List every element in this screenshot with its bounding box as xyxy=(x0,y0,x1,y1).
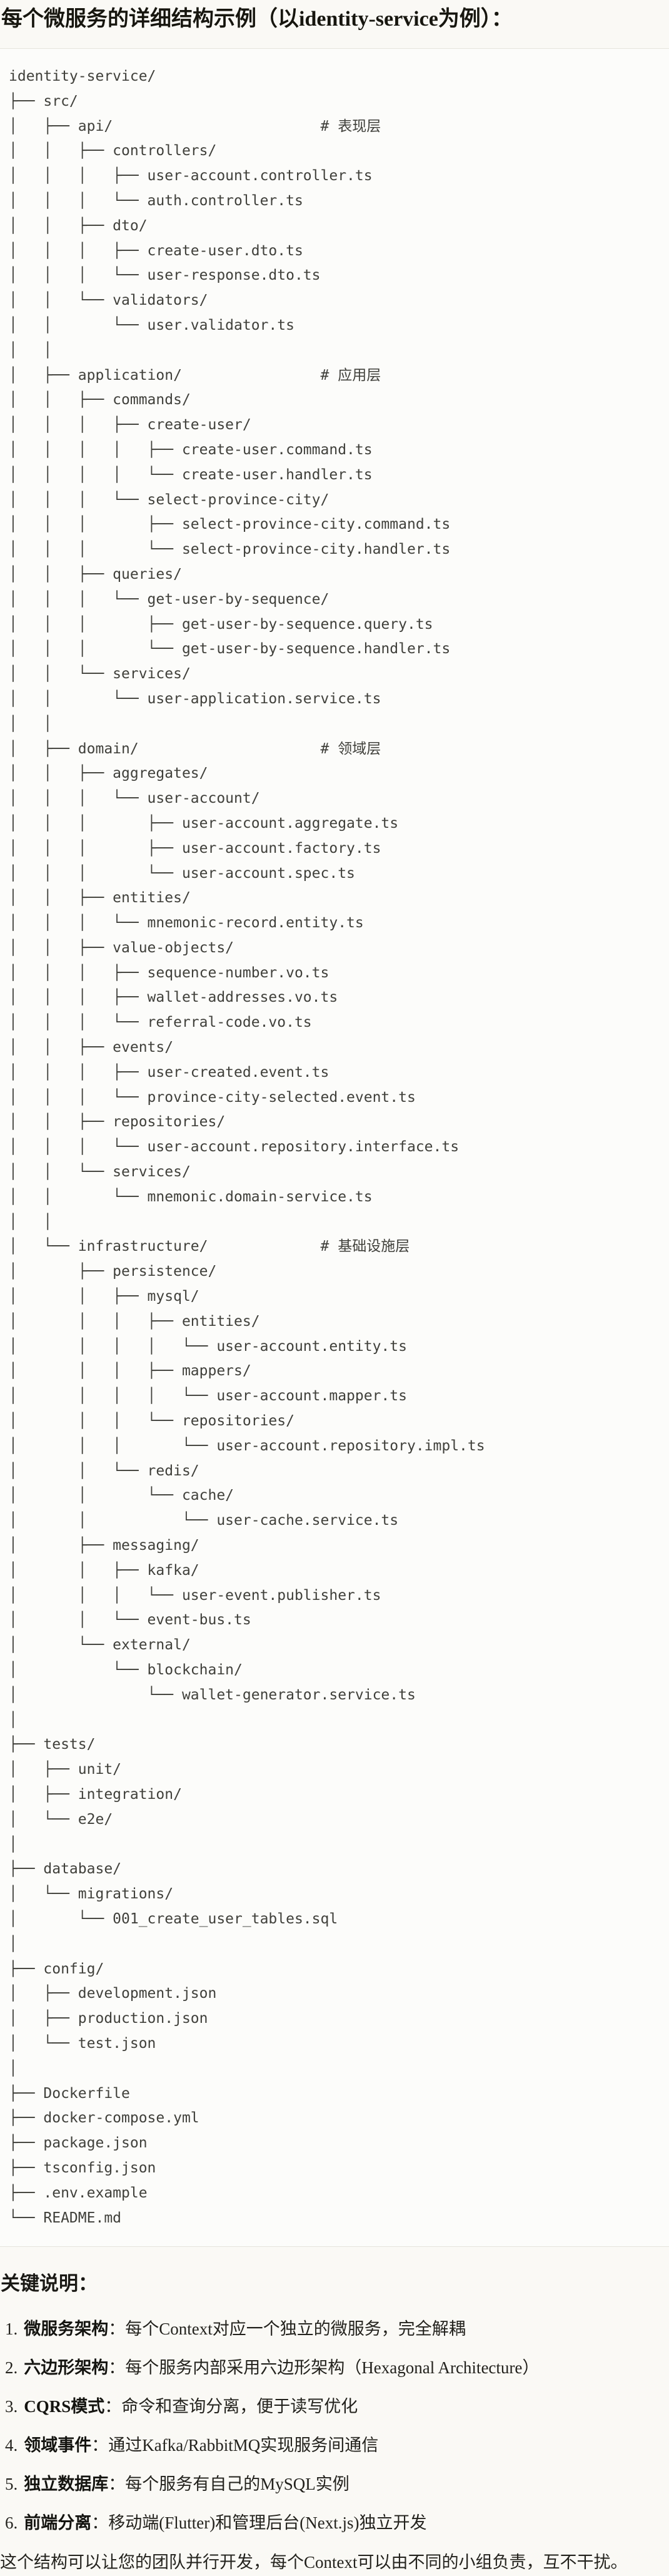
list-item-term: 领域事件 xyxy=(24,2436,92,2455)
list-item-separator: ： xyxy=(91,2513,109,2533)
list-item-text: 每个服务内部采用六边形架构（Hexagonal Architecture） xyxy=(125,2358,540,2378)
list-item-text: 每个服务有自己的MySQL实例 xyxy=(125,2475,350,2494)
list-item: 4. 领域事件：通过Kafka/RabbitMQ实现服务间通信 xyxy=(5,2435,669,2456)
list-item-term: 独立数据库 xyxy=(24,2475,109,2494)
list-item-number: 2. xyxy=(5,2358,18,2378)
list-item-text: 命令和查询分离，便于读写优化 xyxy=(121,2397,358,2416)
list-item: 6. 前端分离：移动端(Flutter)和管理后台(Next.js)独立开发 xyxy=(5,2512,669,2533)
list-item-term: 微服务架构 xyxy=(24,2319,109,2339)
notes-section: 关键说明： 1.微服务架构：每个Context对应一个独立的微服务，完全解耦 2… xyxy=(0,2270,669,2573)
list-item: 2. 六边形架构：每个服务内部采用六边形架构（Hexagonal Architec… xyxy=(5,2357,669,2378)
list-item-number: 5. xyxy=(5,2475,18,2494)
list-item-text: 通过Kafka/RabbitMQ实现服务间通信 xyxy=(108,2436,379,2455)
list-item-number: 1. xyxy=(5,2319,18,2339)
notes-heading: 关键说明： xyxy=(1,2273,98,2295)
list-item-separator: ： xyxy=(104,2397,122,2416)
list-item-number: 6. xyxy=(5,2513,18,2533)
list-item-term: 六边形架构 xyxy=(24,2358,109,2378)
list-item: 1. 微服务架构：每个Context对应一个独立的微服务，完全解耦 xyxy=(5,2318,669,2339)
list-item-term: 前端分离 xyxy=(24,2513,92,2533)
list-item: 3. CQRS模式：命令和查询分离，便于读写优化 xyxy=(5,2396,669,2417)
list-item-term: CQRS模式 xyxy=(24,2397,105,2416)
page-title: 每个微服务的详细结构示例（以identity-service为例）： xyxy=(1,8,513,31)
list-item: 5. 独立数据库：每个服务有自己的MySQL实例 xyxy=(5,2473,669,2495)
list-item-number: 4. xyxy=(5,2436,18,2455)
list-item-number: 3. xyxy=(5,2397,18,2416)
list-item-separator: ： xyxy=(108,2358,126,2378)
directory-tree-code-block: identity-service/ ├── src/ │ ├── api/ # … xyxy=(0,48,669,2248)
footer-note: 这个结构可以让您的团队并行开发，每个Context可以由不同的小组负责，互不干扰… xyxy=(0,2553,628,2572)
notes-list: 1.微服务架构：每个Context对应一个独立的微服务，完全解耦 2.六边形架构… xyxy=(0,2318,669,2533)
list-item-separator: ： xyxy=(91,2436,109,2455)
list-item-text: 每个Context对应一个独立的微服务，完全解耦 xyxy=(125,2319,466,2339)
list-item-separator: ： xyxy=(108,2319,126,2339)
list-item-separator: ： xyxy=(108,2475,126,2494)
list-item-text: 移动端(Flutter)和管理后台(Next.js)独立开发 xyxy=(108,2513,427,2533)
